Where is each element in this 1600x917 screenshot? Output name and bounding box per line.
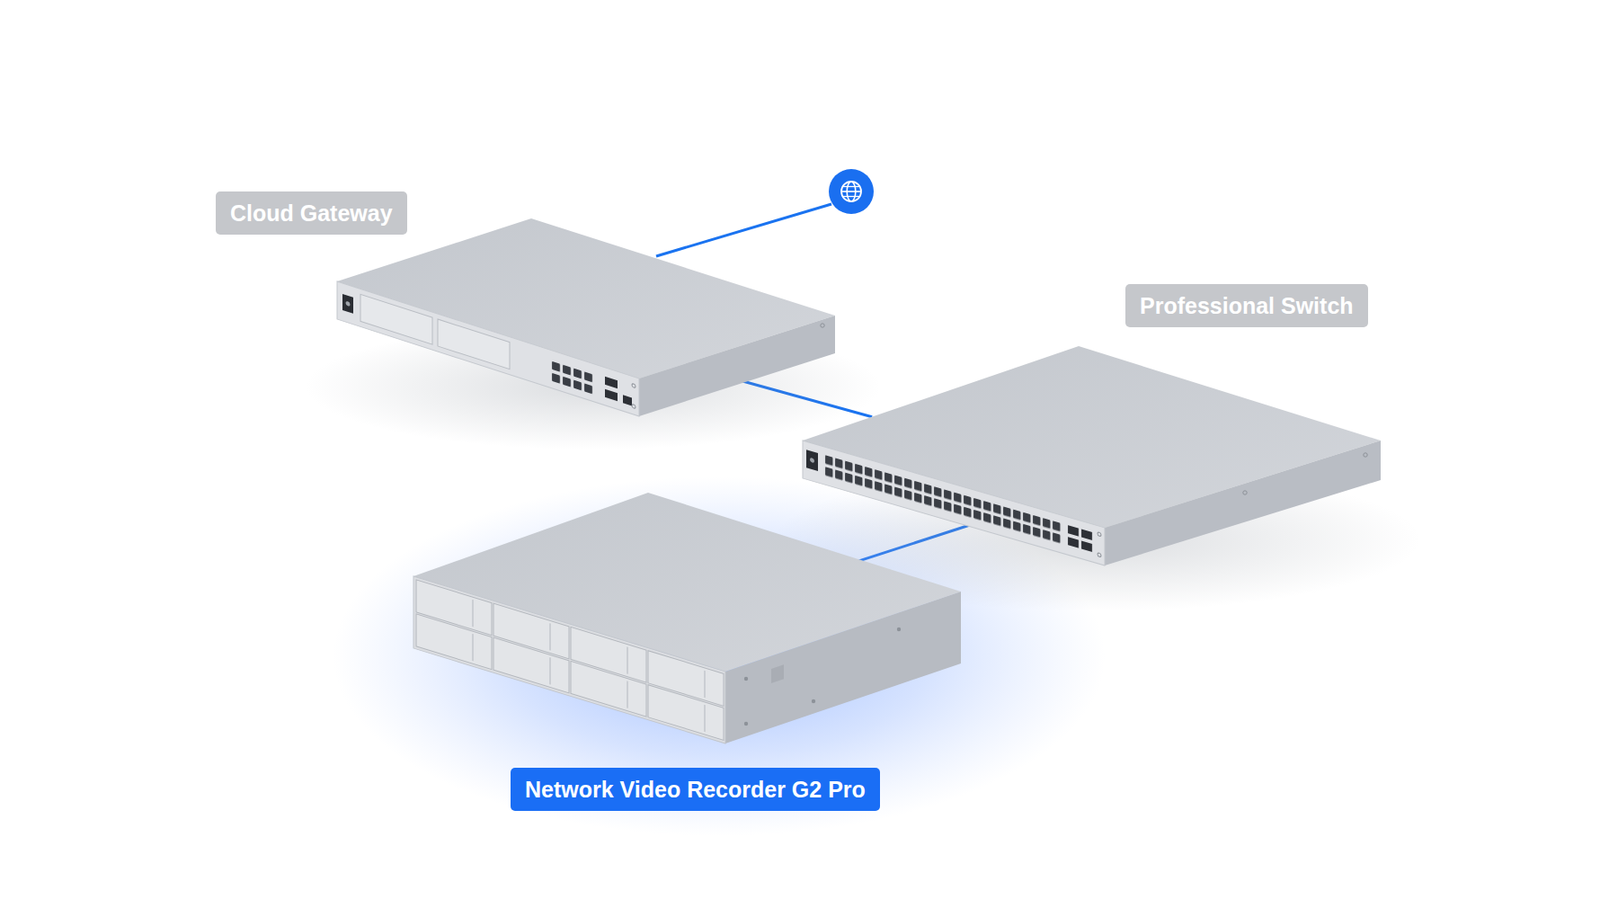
device-label: Cloud Gateway: [215, 191, 408, 235]
drive-bay: [437, 319, 510, 370]
screw: [1097, 552, 1102, 558]
bay-latch: [549, 657, 551, 685]
screw: [897, 627, 901, 632]
front-panel: [802, 440, 1105, 566]
sfp-ports: [1066, 524, 1094, 556]
ethernet-port: [622, 394, 632, 406]
screw: [811, 699, 816, 703]
screw: [631, 403, 636, 409]
device-front: [802, 440, 1105, 566]
bay-latch: [626, 647, 628, 675]
power-led: [346, 301, 351, 308]
switch-device: [802, 346, 1381, 566]
screw: [744, 721, 748, 726]
power-button: [806, 449, 818, 472]
front-panel: [337, 281, 640, 417]
sfp-port: [604, 376, 618, 389]
screw: [1363, 453, 1368, 457]
globe-parallel: [843, 195, 860, 197]
drive-bay: [416, 613, 492, 670]
drive-bay: [648, 684, 724, 741]
globe-icon: [828, 168, 874, 214]
power-button: [342, 293, 354, 314]
screw: [744, 676, 748, 681]
device-label: Professional Switch: [1125, 284, 1369, 328]
screw: [820, 323, 825, 328]
globe-equator: [841, 190, 862, 193]
globe-outline: [841, 181, 862, 202]
device-node: Network Video Recorder G2 Pro: [413, 492, 961, 746]
device-sticker: [771, 664, 784, 684]
drive-bay: [493, 637, 569, 694]
device-side: [639, 315, 836, 417]
device-label: Network Video Recorder G2 Pro: [510, 767, 880, 811]
ethernet-ports: [824, 453, 1062, 546]
sfp-port: [604, 389, 618, 401]
bay-latch: [471, 633, 473, 661]
globe-parallel: [843, 186, 860, 187]
device-front: [413, 576, 726, 744]
globe-badge: [828, 168, 874, 214]
screw: [631, 382, 636, 388]
bay-latch: [703, 670, 705, 698]
device-front: [337, 281, 640, 417]
drive-bay: [570, 660, 647, 717]
device-side: [1104, 440, 1381, 566]
nvr-device: [413, 492, 961, 744]
power-led: [809, 457, 815, 463]
screw: [1097, 532, 1102, 537]
bay-latch: [703, 704, 705, 732]
bay-latch: [471, 599, 473, 627]
device-node: Cloud Gateway: [337, 218, 836, 415]
device-side: [725, 591, 961, 744]
front-panel: [413, 576, 726, 744]
device-node: Professional Switch: [802, 346, 1381, 568]
drive-bay: [360, 293, 433, 345]
bay-latch: [626, 681, 628, 709]
screw: [1243, 490, 1247, 495]
bay-latch: [549, 622, 551, 650]
internet-link: [656, 204, 832, 257]
ethernet-ports: [551, 359, 595, 397]
gateway-device: [337, 218, 836, 417]
